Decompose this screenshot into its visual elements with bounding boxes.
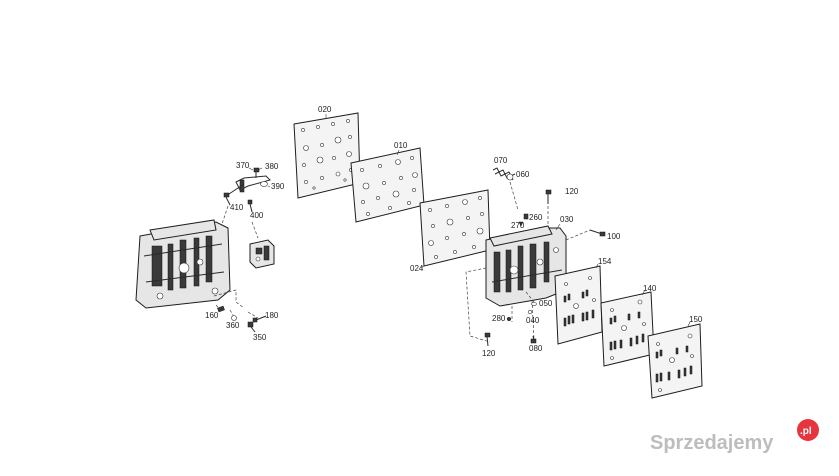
dowel-050 [531, 302, 537, 306]
ball-360 [231, 315, 237, 321]
bolt-080 [530, 335, 537, 344]
pin-160 [217, 305, 225, 313]
label-410: 410 [230, 203, 244, 212]
label-270: 270 [511, 221, 525, 230]
label-020: 020 [318, 105, 332, 114]
screw-400 [247, 199, 253, 213]
label-260: 260 [529, 213, 543, 222]
label-070: 070 [494, 156, 508, 165]
watermark-text: Sprzedajemy [650, 432, 774, 454]
washer-390 [260, 181, 268, 187]
label-060: 060 [516, 170, 530, 179]
solenoid-block [249, 239, 275, 269]
dashed-leaders-left [213, 289, 259, 321]
label-380: 380 [265, 162, 279, 171]
label-180: 180 [265, 311, 279, 320]
label-360: 360 [226, 321, 240, 330]
label-400: 400 [250, 211, 264, 220]
plate-010-holes [360, 156, 418, 216]
plate-020-holes [301, 119, 353, 190]
plug-350 [247, 321, 256, 333]
plate-154-pattern [563, 276, 596, 327]
dowel-040 [527, 309, 533, 315]
label-030: 030 [560, 215, 574, 224]
right-valve-body-030 [485, 225, 567, 307]
plate-150-pattern [655, 333, 694, 392]
label-154: 154 [598, 257, 612, 266]
label-140: 140 [643, 284, 657, 293]
label-100: 100 [607, 232, 621, 241]
watermark-badge-text: .pl [800, 426, 812, 437]
watermark-logo: Sprzedajemy .pl [650, 419, 819, 454]
plate-154 [554, 265, 603, 345]
bolt-100 [589, 229, 606, 237]
label-024: 024 [410, 264, 424, 273]
label-150: 150 [689, 315, 703, 324]
plate-024 [419, 189, 491, 267]
bolt-380 [253, 167, 260, 178]
plate-024-holes [428, 196, 484, 259]
label-350: 350 [253, 333, 267, 342]
label-050: 050 [539, 299, 553, 308]
screw-410 [223, 192, 231, 206]
watermark-badge [797, 419, 819, 441]
bolt-120-bottom [484, 332, 491, 347]
label-040: 040 [526, 316, 540, 325]
valve-270 [518, 221, 524, 227]
label-120-top: 120 [565, 187, 579, 196]
plate-140 [600, 291, 655, 367]
cap-060 [506, 173, 514, 181]
plug-260 [523, 213, 529, 220]
bolt-120-top [545, 189, 552, 204]
label-010: 010 [394, 141, 408, 150]
plate-150 [647, 323, 703, 399]
label-160: 160 [205, 311, 219, 320]
plug-280 [506, 316, 512, 322]
dashed-leaders-right [465, 267, 535, 343]
label-280: 280 [492, 314, 506, 323]
label-080: 080 [529, 344, 543, 353]
plate-010 [350, 147, 425, 223]
plate-140-pattern [609, 299, 646, 360]
label-370: 370 [236, 161, 250, 170]
plate-020 [293, 112, 361, 199]
label-120-bottom: 120 [482, 349, 496, 358]
label-390: 390 [271, 182, 285, 191]
bolt-180 [252, 315, 267, 323]
left-valve-body [135, 219, 231, 309]
